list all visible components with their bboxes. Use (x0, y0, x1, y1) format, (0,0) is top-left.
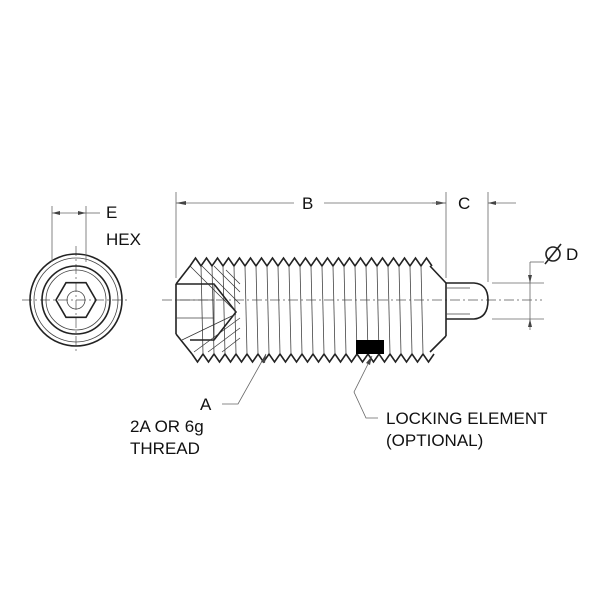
hex-dimension: E HEX (51, 203, 141, 262)
dim-label-a: A (200, 395, 212, 414)
thread-line (409, 265, 413, 355)
thread-line (288, 265, 292, 355)
thread-line (332, 265, 336, 355)
thread-callout: A 2A OR 6g THREAD (130, 353, 267, 458)
dim-label-e: E (106, 203, 117, 222)
dimension-b: B (175, 192, 447, 278)
thread-line (277, 265, 281, 355)
thread-line (365, 265, 369, 355)
thread-line (321, 265, 325, 355)
dim-label-d: D (566, 245, 578, 264)
thread-line (310, 265, 314, 355)
locking-label-line2: (OPTIONAL) (386, 431, 483, 450)
locking-label-line1: LOCKING ELEMENT (386, 409, 548, 428)
side-view (162, 256, 542, 364)
thread-line (299, 265, 303, 355)
thread-line (266, 265, 270, 355)
thread-spec-line1: 2A OR 6g (130, 417, 204, 436)
thread-line (354, 265, 358, 355)
locking-element (356, 340, 384, 354)
thread-line (244, 265, 248, 355)
thread-line (343, 265, 347, 355)
thread-spec-line2: THREAD (130, 439, 200, 458)
thread-teeth (189, 256, 435, 364)
end-view (22, 246, 130, 354)
dimension-c: C (432, 192, 516, 282)
thread-line (387, 265, 391, 355)
locking-callout: LOCKING ELEMENT (OPTIONAL) (353, 355, 548, 450)
dimension-d: D (492, 243, 578, 330)
thread-line (420, 265, 424, 355)
diameter-icon (545, 246, 561, 262)
thread-line (376, 265, 380, 355)
dim-label-b: B (302, 194, 313, 213)
thread-profile (189, 256, 433, 268)
dim-label-hex: HEX (106, 230, 141, 249)
thread-line (398, 265, 402, 355)
thread-line (255, 265, 259, 355)
dim-label-c: C (458, 194, 470, 213)
thread-profile (191, 352, 435, 364)
